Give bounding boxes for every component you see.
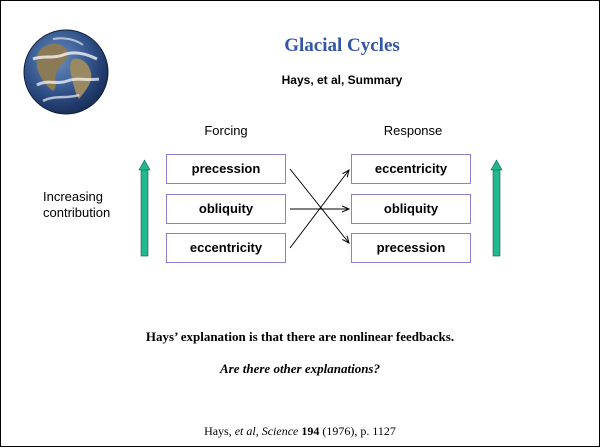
forcing-box-obliquity: obliquity [166, 194, 286, 224]
forcing-box-eccentricity: eccentricity [166, 233, 286, 263]
forcing-heading: Forcing [204, 123, 248, 138]
page-subtitle: Hays, et al, Summary [281, 73, 403, 87]
up-arrow-icon [138, 159, 151, 257]
increasing-contribution-label: Increasing contribution [43, 189, 111, 220]
response-box-obliquity: obliquity [351, 194, 471, 224]
explanation-text: Hays’ explanation is that there are nonl… [145, 329, 455, 344]
eccentricity-to-eccentricity-line [289, 170, 349, 249]
up-arrow-icon [490, 159, 503, 257]
response-box-eccentricity: eccentricity [351, 154, 471, 184]
citation: Hays, et al, Science 194 (1976), p. 1127 [204, 424, 396, 438]
response-box-precession: precession [351, 233, 471, 263]
page-title: Glacial Cycles [284, 35, 400, 56]
response-heading: Response [383, 123, 443, 138]
earth-globe-icon [23, 29, 109, 115]
forcing-box-precession: precession [166, 154, 286, 184]
precession-to-precession-line [289, 168, 349, 243]
question-text: Are there other explanations? [220, 361, 380, 376]
